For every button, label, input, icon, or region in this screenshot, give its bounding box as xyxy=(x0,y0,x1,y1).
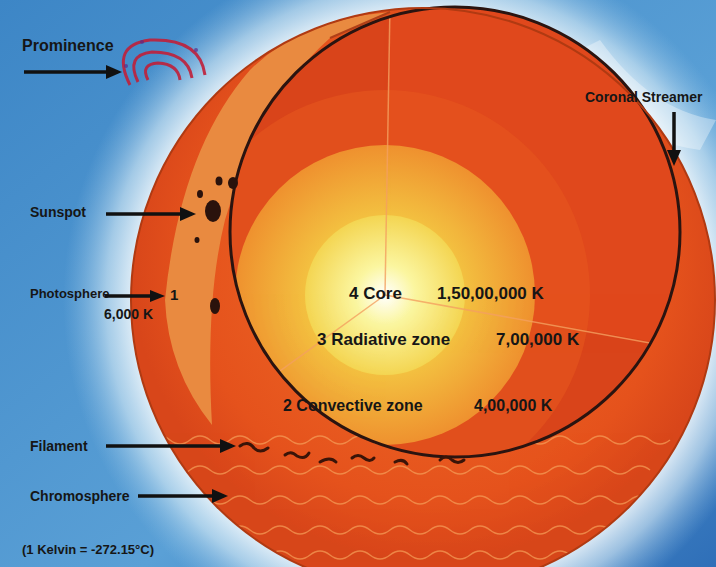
temperature-label: 6,000 K xyxy=(104,306,153,322)
part-label: Chromosphere xyxy=(30,488,130,504)
note-label: (1 Kelvin = -272.15°C) xyxy=(22,543,154,558)
zone-label: 3 Radiative zone xyxy=(317,330,450,350)
part-label: Sunspot xyxy=(30,204,86,220)
zone-label: 4 Core xyxy=(349,284,402,304)
part-label: Coronal Streamer xyxy=(585,89,702,105)
temperature-label: 1,50,00,000 K xyxy=(437,284,544,304)
callout-number: 1 xyxy=(170,286,178,303)
temperature-label: 4,00,000 K xyxy=(474,397,552,415)
temperature-label: 7,00,000 K xyxy=(496,330,579,350)
zone-label: 2 Convective zone xyxy=(283,397,423,415)
part-label: Photosphere xyxy=(30,287,109,302)
part-label: Prominence xyxy=(22,37,114,55)
part-label: Filament xyxy=(30,438,88,454)
